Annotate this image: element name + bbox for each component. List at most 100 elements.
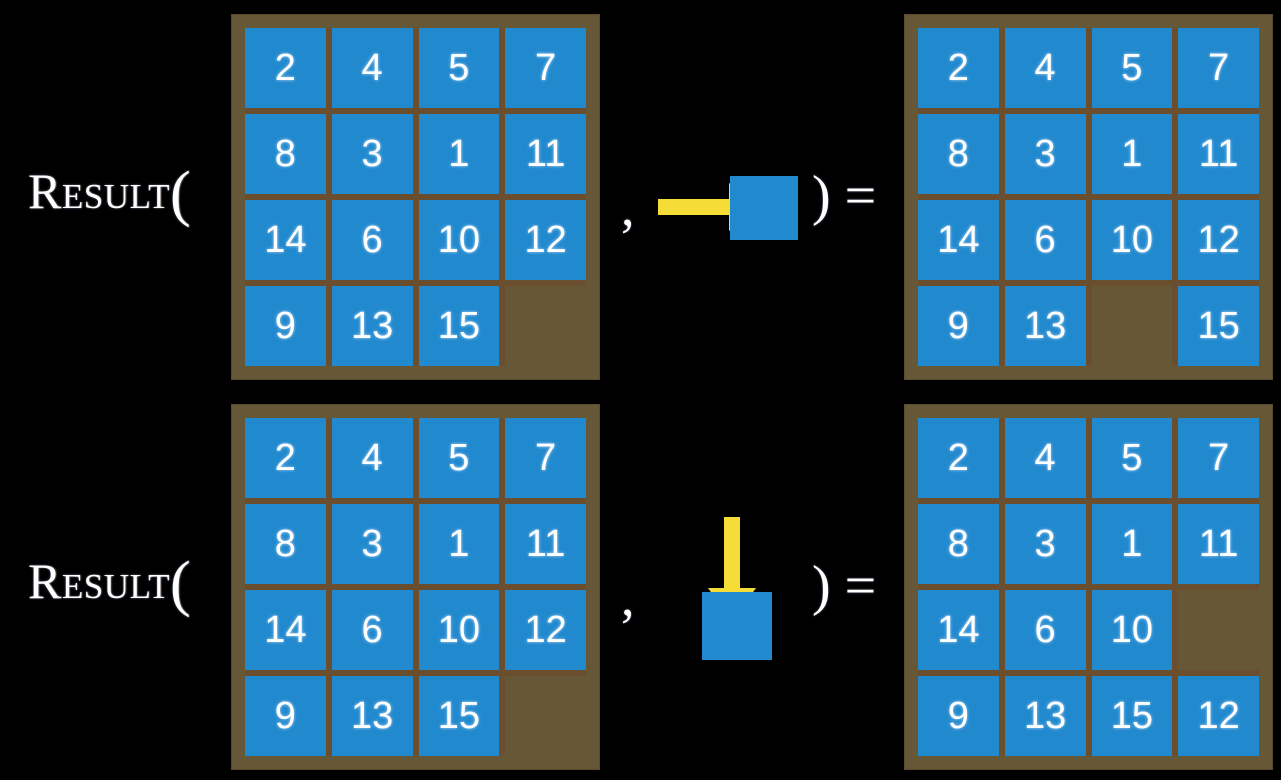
puzzle-tile[interactable]: 12	[505, 200, 586, 280]
puzzle-tile[interactable]: 3	[1004, 504, 1086, 584]
puzzle-tile[interactable]: 6	[1004, 590, 1086, 670]
puzzle-tile[interactable]: 13	[331, 286, 413, 366]
puzzle-tile-number: 2	[274, 437, 296, 479]
puzzle-tile[interactable]: 15	[418, 676, 500, 756]
puzzle-tile[interactable]: 7	[1178, 28, 1259, 108]
puzzle-tile-number: 1	[1121, 523, 1143, 565]
puzzle-tile[interactable]: 8	[918, 504, 999, 584]
puzzle-tile-number: 3	[1034, 133, 1056, 175]
puzzle-tile[interactable]: 6	[331, 590, 413, 670]
puzzle-tile[interactable]: 8	[918, 114, 999, 194]
puzzle-tile-number: 9	[947, 695, 969, 737]
comma-row-1: ,	[621, 177, 635, 237]
puzzle-cell-blank	[505, 676, 586, 756]
puzzle-tile[interactable]: 13	[331, 676, 413, 756]
puzzle-tile-number: 15	[1197, 305, 1240, 347]
puzzle-tile[interactable]: 14	[245, 200, 326, 280]
puzzle-tile[interactable]: 3	[331, 504, 413, 584]
puzzle-tile[interactable]: 2	[245, 28, 326, 108]
puzzle-tile-number: 8	[274, 133, 296, 175]
puzzle-tile-number: 11	[525, 133, 566, 175]
puzzle-tile[interactable]: 9	[245, 676, 326, 756]
puzzle-tile[interactable]: 7	[505, 28, 586, 108]
puzzle-tile[interactable]: 1	[418, 114, 500, 194]
puzzle-tile[interactable]: 5	[418, 418, 500, 498]
puzzle-tile[interactable]: 12	[505, 590, 586, 670]
puzzle-tile[interactable]: 11	[1178, 504, 1259, 584]
puzzle-tile[interactable]: 8	[245, 114, 326, 194]
result-function-label-row-1: Result(	[28, 163, 191, 225]
puzzle-tile[interactable]: 1	[418, 504, 500, 584]
puzzle-tile[interactable]: 8	[245, 504, 326, 584]
puzzle-tile-number: 2	[947, 47, 969, 89]
puzzle-tile[interactable]: 14	[918, 590, 999, 670]
puzzle-tile[interactable]: 9	[918, 676, 999, 756]
puzzle-tile[interactable]: 9	[918, 286, 999, 366]
puzzle-tile[interactable]: 6	[1004, 200, 1086, 280]
puzzle-tile[interactable]: 12	[1178, 200, 1259, 280]
puzzle-tile[interactable]: 2	[918, 28, 999, 108]
action-right-row-1[interactable]	[650, 170, 810, 250]
puzzle-tile[interactable]: 11	[505, 504, 586, 584]
puzzle-tile[interactable]: 2	[918, 418, 999, 498]
action-down-row-2[interactable]	[690, 505, 810, 665]
puzzle-tile[interactable]: 13	[1004, 676, 1086, 756]
puzzle-tile[interactable]: 3	[1004, 114, 1086, 194]
puzzle-tile[interactable]: 4	[331, 418, 413, 498]
puzzle-tile[interactable]: 10	[418, 200, 500, 280]
puzzle-tile[interactable]: 10	[1091, 200, 1173, 280]
puzzle-cell-blank	[1178, 590, 1259, 670]
puzzle-tile[interactable]: 7	[1178, 418, 1259, 498]
puzzle-tile[interactable]: 3	[331, 114, 413, 194]
puzzle-tile[interactable]: 4	[1004, 418, 1086, 498]
puzzle-tile[interactable]: 5	[1091, 28, 1173, 108]
puzzle-tile[interactable]: 11	[1178, 114, 1259, 194]
puzzle-tile[interactable]: 13	[1004, 286, 1086, 366]
puzzle-tile-number: 13	[350, 695, 394, 737]
puzzle-tile[interactable]: 4	[1004, 28, 1086, 108]
puzzle-tile-number: 10	[437, 219, 481, 261]
puzzle-tile-number: 7	[1208, 437, 1230, 479]
puzzle-tile-number: 11	[525, 523, 566, 565]
puzzle-tile[interactable]: 15	[418, 286, 500, 366]
puzzle-tile[interactable]: 11	[505, 114, 586, 194]
puzzle-tile[interactable]: 14	[918, 200, 999, 280]
puzzle-tile[interactable]: 12	[1178, 676, 1259, 756]
puzzle-tile[interactable]: 15	[1091, 676, 1173, 756]
puzzle-cell-blank	[1091, 286, 1173, 366]
puzzle-tile[interactable]: 1	[1091, 114, 1173, 194]
puzzle-tile[interactable]: 2	[245, 418, 326, 498]
result-word-row-2: Result	[28, 553, 171, 609]
puzzle-tile[interactable]: 9	[245, 286, 326, 366]
puzzle-tile[interactable]: 15	[1178, 286, 1259, 366]
puzzle-tile[interactable]: 14	[245, 590, 326, 670]
puzzle-tile-number: 9	[274, 305, 296, 347]
puzzle-tile[interactable]: 5	[418, 28, 500, 108]
puzzle-tile-number: 10	[1110, 609, 1154, 651]
puzzle-tile-number: 6	[361, 219, 383, 261]
puzzle-tile[interactable]: 4	[331, 28, 413, 108]
puzzle-tile-number: 12	[1197, 695, 1240, 737]
puzzle-tile-number: 13	[1023, 695, 1067, 737]
puzzle-tile[interactable]: 1	[1091, 504, 1173, 584]
puzzle-tile[interactable]: 7	[505, 418, 586, 498]
puzzle-tile[interactable]: 10	[1091, 590, 1173, 670]
puzzle-tile-number: 12	[524, 219, 567, 261]
puzzle-tile-number: 4	[361, 437, 383, 479]
puzzle-tile-number: 5	[1121, 47, 1143, 89]
puzzle-tile-number: 13	[1023, 305, 1067, 347]
puzzle-tile-number: 9	[274, 695, 296, 737]
puzzle-tile-number: 7	[535, 47, 557, 89]
comma-row-2: ,	[621, 567, 635, 627]
puzzle-tile[interactable]: 5	[1091, 418, 1173, 498]
puzzle-tile-number: 8	[947, 133, 969, 175]
puzzle-tile[interactable]: 10	[418, 590, 500, 670]
puzzle-tile[interactable]: 6	[331, 200, 413, 280]
action-tile-row-1	[730, 176, 798, 240]
